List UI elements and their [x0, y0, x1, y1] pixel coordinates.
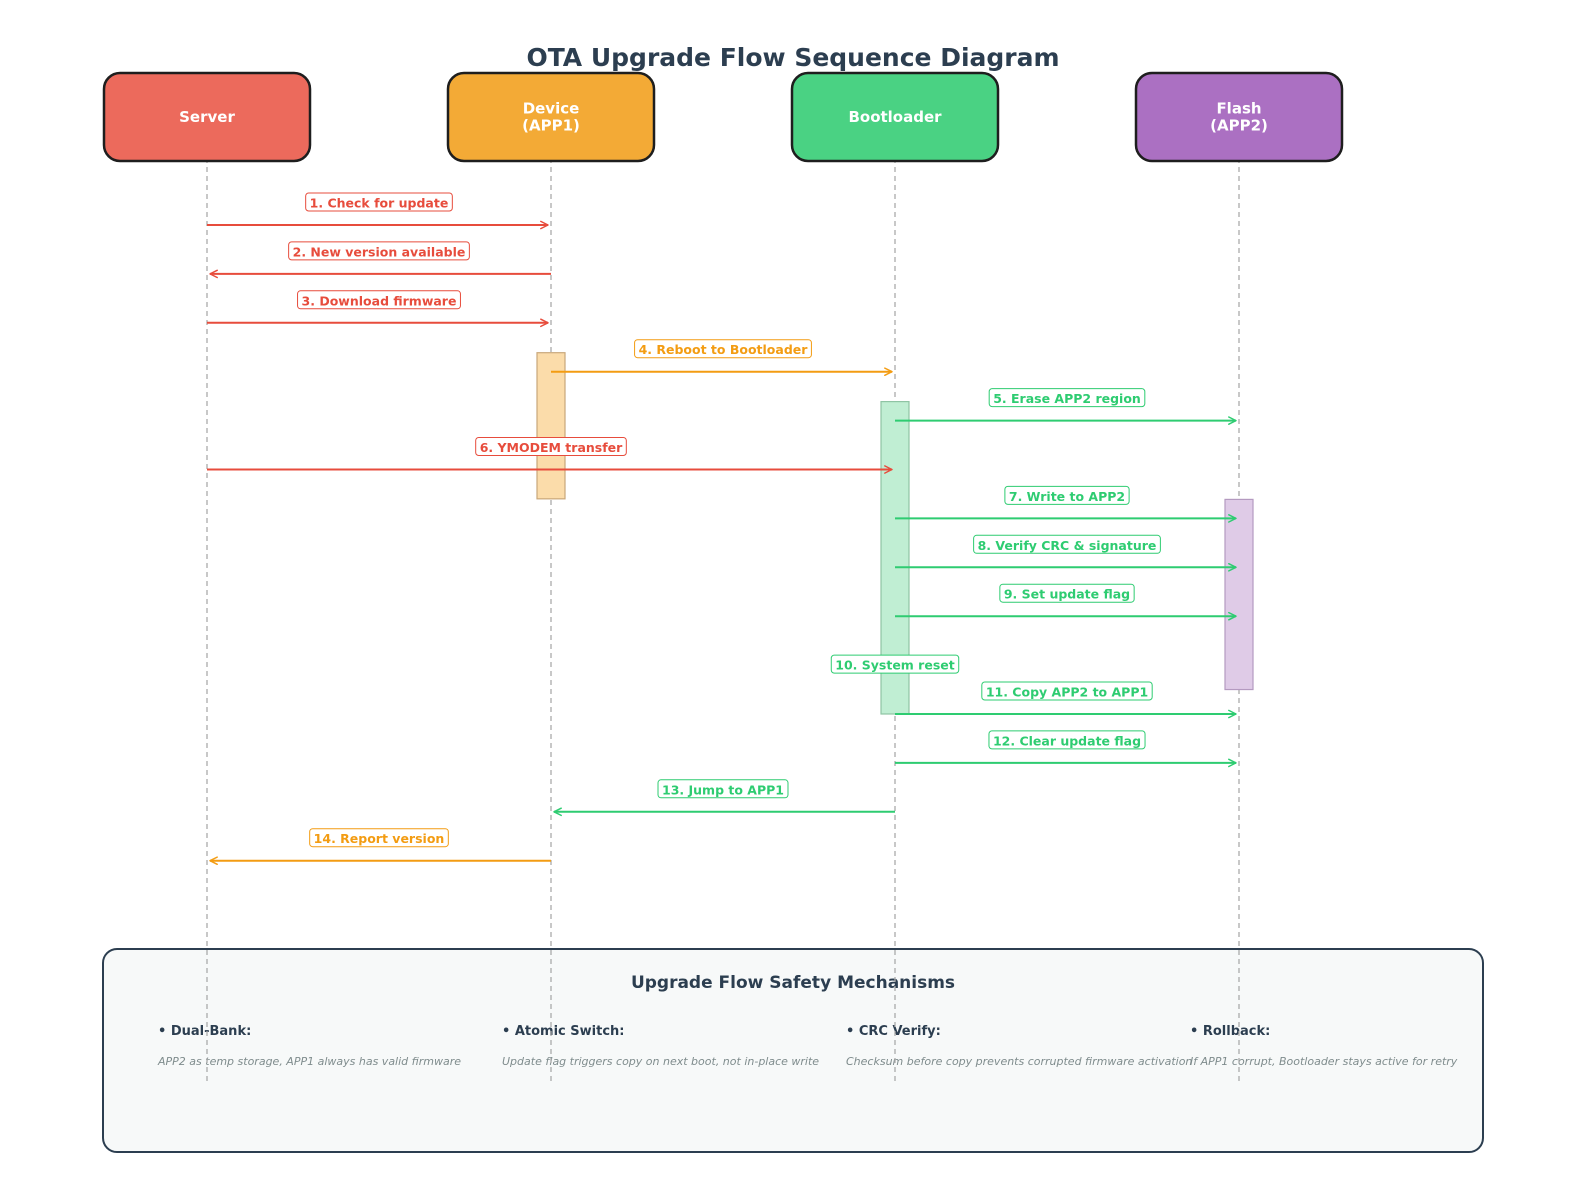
message-label: 12. Clear update flag [988, 730, 1146, 750]
message-10-system-reset: 10. System reset [830, 654, 960, 674]
message-2-new-version-available: 2. New version available [209, 241, 551, 279]
actor-box [1134, 71, 1344, 163]
message-14-report-version: 14. Report version [209, 828, 551, 866]
actor-box [790, 71, 1000, 163]
note-atomic-switch: • Atomic Switch: Update flag triggers cop… [502, 1024, 819, 1068]
message-1-check-for-update: 1. Check for update [207, 192, 549, 230]
actor-device: Device(APP1) [446, 71, 656, 163]
actor-box [102, 71, 312, 163]
message-label: 6. YMODEM transfer [475, 437, 627, 456]
message-label: 10. System reset [830, 654, 960, 674]
label-box [475, 437, 627, 456]
label-text: 2. New version available [293, 244, 466, 259]
label-text: 11. Copy APP2 to APP1 [986, 685, 1148, 700]
note-crc-verify: • CRC Verify: Checksum before copy preven… [846, 1024, 1192, 1068]
message-9-set-update-flag: 9. Set update flag [895, 583, 1237, 621]
message-label: 5. Erase APP2 region [988, 388, 1146, 408]
message-13-jump-to-app1: 13. Jump to APP1 [553, 779, 895, 817]
actor-flash: Flash(APP2) [1134, 71, 1344, 163]
actor-box [446, 71, 656, 163]
label-text: 14. Report version [314, 831, 445, 846]
message-8-verify-crc-signature: 8. Verify CRC & signature [895, 534, 1237, 572]
label-box [973, 534, 1161, 554]
label-box [999, 583, 1135, 603]
message-5-erase-app2-region: 5. Erase APP2 region [895, 388, 1237, 425]
actor-server: Server [102, 71, 312, 163]
message-label: 3. Download firmware [297, 290, 461, 310]
label-box [297, 290, 461, 310]
note-rollback: • Rollback: If APP1 corrupt, Bootloader s… [1190, 1024, 1458, 1068]
message-6-ymodem-transfer: 6. YMODEM transfer [207, 437, 893, 474]
label-box [830, 654, 960, 674]
message-label: 8. Verify CRC & signature [973, 534, 1161, 554]
actor-label: (APP1) [522, 117, 580, 135]
label-text: 9. Set update flag [1004, 587, 1130, 602]
label-text: 3. Download firmware [302, 293, 457, 308]
label-text: 7. Write to APP2 [1009, 489, 1125, 504]
message-label: 9. Set update flag [999, 583, 1135, 603]
label-box [988, 388, 1146, 408]
activation-bar-flash [1224, 498, 1254, 691]
note-text: Update flag triggers copy on next boot, … [502, 1055, 819, 1068]
note-heading: • Dual-Bank: [158, 1024, 251, 1039]
note-dual-bank: • Dual-Bank: APP2 as temp storage, APP1 a… [157, 1024, 461, 1068]
label-text: 12. Clear update flag [993, 733, 1141, 748]
message-4-reboot-to-bootloader: 4. Reboot to Bootloader [551, 339, 893, 377]
note-text: APP2 as temp storage, APP1 always has va… [157, 1055, 461, 1068]
label-text: 10. System reset [835, 658, 954, 673]
label-text: 8. Verify CRC & signature [978, 538, 1157, 553]
note-text: Checksum before copy prevents corrupted … [846, 1055, 1192, 1068]
note-heading: • Rollback: [1190, 1024, 1270, 1039]
diagram-title: OTA Upgrade Flow Sequence Diagram [526, 43, 1059, 72]
actor-label: Flash [1216, 100, 1261, 118]
label-box [981, 681, 1153, 701]
message-label: 14. Report version [309, 828, 449, 848]
note-text: If APP1 corrupt, Bootloader stays active… [1190, 1055, 1458, 1068]
actor-label: Server [179, 108, 235, 126]
label-box [634, 339, 812, 359]
label-box [657, 779, 789, 799]
label-text: 5. Erase APP2 region [993, 391, 1141, 406]
message-7-write-to-app2: 7. Write to APP2 [895, 485, 1237, 523]
label-text: 4. Reboot to Bootloader [639, 342, 809, 357]
message-label: 2. New version available [288, 241, 470, 261]
notes-title: Upgrade Flow Safety Mechanisms [631, 973, 955, 993]
message-12-clear-update-flag: 12. Clear update flag [895, 730, 1237, 768]
note-heading: • Atomic Switch: [502, 1024, 624, 1039]
label-text: 13. Jump to APP1 [662, 782, 784, 797]
notes-box [102, 948, 1484, 1153]
actor-label: (APP2) [1210, 117, 1268, 135]
actor-label: Device [523, 100, 580, 118]
actor-bootloader: Bootloader [790, 71, 1000, 163]
label-text: 6. YMODEM transfer [480, 440, 623, 455]
label-box [305, 192, 453, 212]
message-label: 1. Check for update [305, 192, 453, 212]
label-box [309, 828, 449, 848]
safety-notes-panel: Upgrade Flow Safety Mechanisms • Dual-Ba… [102, 948, 1484, 1153]
note-heading: • CRC Verify: [846, 1024, 941, 1039]
message-11-copy-app2-to-app1: 11. Copy APP2 to APP1 [895, 681, 1237, 719]
message-label: 7. Write to APP2 [1004, 485, 1130, 505]
message-label: 13. Jump to APP1 [657, 779, 789, 799]
label-box [1004, 485, 1130, 505]
message-3-download-firmware: 3. Download firmware [207, 290, 549, 328]
actor-label: Bootloader [848, 108, 942, 126]
message-label: 4. Reboot to Bootloader [634, 339, 812, 359]
message-label: 11. Copy APP2 to APP1 [981, 681, 1153, 701]
label-box [288, 241, 470, 261]
label-box [988, 730, 1146, 750]
activation-bar-device [536, 352, 566, 500]
label-text: 1. Check for update [310, 196, 449, 211]
